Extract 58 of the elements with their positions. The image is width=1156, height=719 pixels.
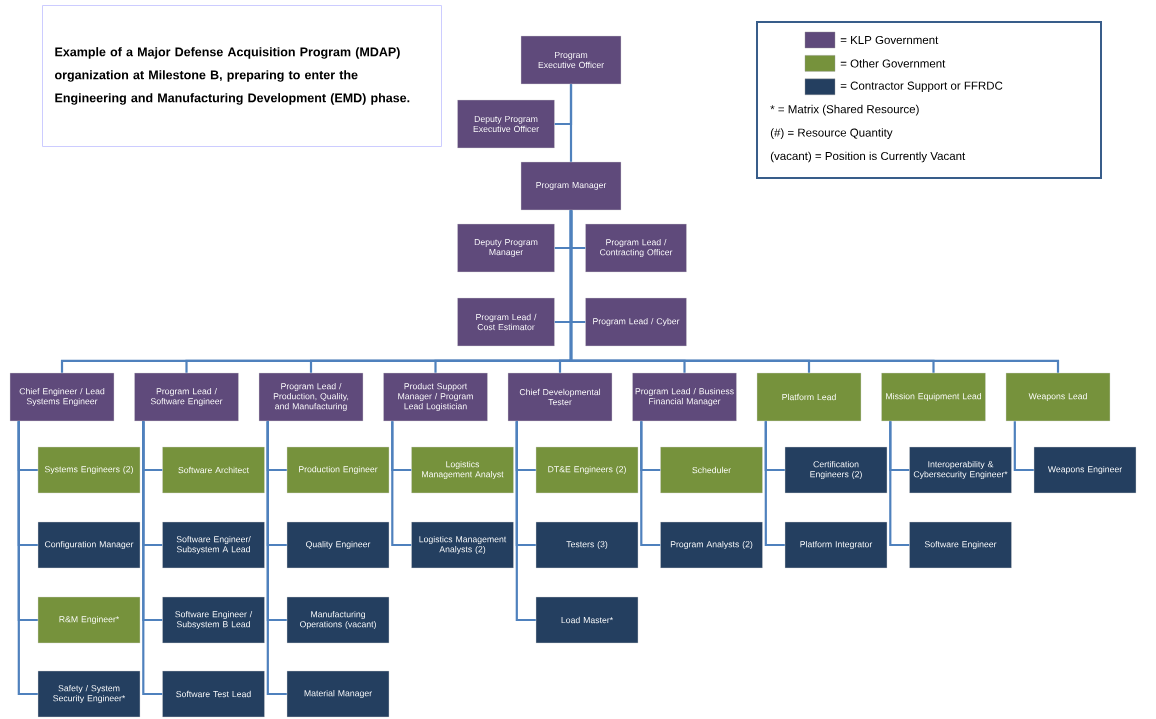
org-box: Software Architect bbox=[162, 446, 265, 494]
connector-line bbox=[640, 421, 661, 547]
connector-line bbox=[142, 421, 163, 696]
org-box: Program Lead / Cyber bbox=[585, 297, 687, 347]
org-box: Logistics Management Analysts (2) bbox=[411, 521, 514, 569]
connector-line bbox=[569, 210, 1060, 373]
org-box: Program Lead / Business Financial Manager bbox=[632, 372, 737, 422]
org-box: Interoperability & Cybersecurity Engineer* bbox=[909, 446, 1012, 494]
org-box: Weapons Engineer bbox=[1033, 446, 1137, 494]
org-box: Production Engineer bbox=[286, 446, 390, 494]
org-box: Scheduler bbox=[660, 446, 763, 494]
org-box: Platform Integrator bbox=[784, 521, 888, 569]
org-box: Program Lead / Cost Estimator bbox=[457, 297, 555, 347]
connector-line bbox=[1013, 421, 1034, 472]
connector-line bbox=[889, 421, 910, 547]
org-box: Mission Equipment Lead bbox=[881, 372, 986, 422]
org-box: Program Manager bbox=[520, 161, 622, 211]
org-box: Deputy Program Executive Officer bbox=[457, 99, 555, 149]
legend-text: (#) = Resource Quantity bbox=[770, 128, 893, 139]
org-box: Weapons Lead bbox=[1005, 372, 1111, 422]
org-box: Material Manager bbox=[286, 670, 390, 718]
org-box: Program Lead / Software Engineer bbox=[134, 372, 239, 422]
org-box: Program Executive Officer bbox=[520, 35, 622, 85]
org-box: Load Master* bbox=[535, 596, 639, 644]
legend-text: (vacant) = Position is Currently Vacant bbox=[770, 151, 966, 163]
org-box: Software Test Lead bbox=[162, 670, 265, 718]
org-box: Software Engineer bbox=[909, 521, 1012, 569]
org-box: Program Lead / Production, Quality, and Manufacturing bbox=[258, 372, 364, 422]
org-box: Configuration Manager bbox=[37, 521, 141, 569]
connector-line bbox=[391, 421, 412, 547]
connector-line bbox=[266, 421, 287, 696]
org-box: R&M Engineer* bbox=[37, 596, 141, 644]
org-box: Program Lead / Contracting Officer bbox=[585, 223, 687, 273]
org-box: Platform Lead bbox=[756, 372, 862, 422]
org-box: Quality Engineer bbox=[286, 521, 390, 569]
connector-line bbox=[569, 84, 573, 162]
org-box: Certification Engineers (2) bbox=[784, 446, 888, 494]
org-box: Software Engineer/ Subsystem A Lead bbox=[162, 521, 265, 569]
org-box: Software Engineer / Subsystem B Lead bbox=[162, 596, 265, 644]
org-box: Logistics Management Analyst bbox=[411, 446, 514, 494]
org-box: Systems Engineers (2) bbox=[37, 446, 141, 494]
org-box: Testers (3) bbox=[535, 521, 639, 569]
org-box: DT&E Engineers (2) bbox=[535, 446, 639, 494]
org-box: Safety / System Security Engineer* bbox=[37, 670, 141, 718]
connector-line bbox=[17, 421, 38, 696]
legend-text: = Contractor Support or FFRDC bbox=[840, 81, 1003, 92]
org-box: Manufacturing Operations (vacant) bbox=[286, 596, 390, 644]
org-box: Chief Developmental Tester bbox=[507, 372, 613, 422]
connector-line bbox=[764, 421, 785, 547]
legend-text: = KLP Government bbox=[840, 35, 939, 45]
legend-text: * = Matrix (Shared Resource) bbox=[770, 104, 919, 116]
org-box: Program Analysts (2) bbox=[660, 521, 763, 569]
org-box: Chief Engineer / Lead Systems Engineer bbox=[9, 372, 115, 422]
org-box: Deputy Program Manager bbox=[457, 223, 555, 273]
org-box: Product Support Manager / Program Lead Logistician bbox=[383, 372, 488, 422]
title-box: Example of a Major Defense Acquisition Program (MDAP) organization at Milestone B, preparing to enter the Engineering and Manufacturing Development (EMD) phase. bbox=[42, 5, 442, 147]
connector-line bbox=[515, 421, 536, 622]
legend-text: = Other Government bbox=[840, 59, 946, 68]
